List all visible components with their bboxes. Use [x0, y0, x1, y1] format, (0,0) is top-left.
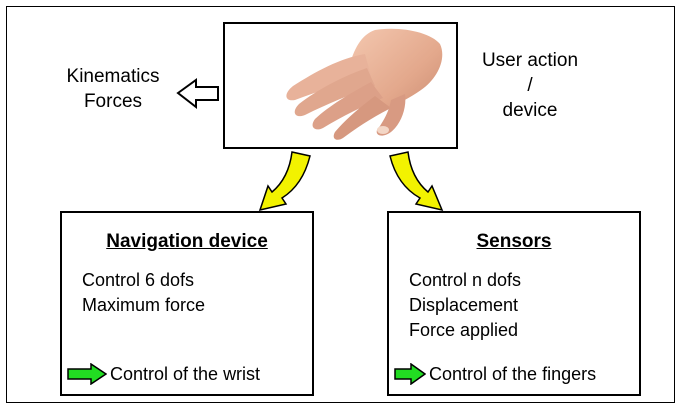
- diagram-frame: [6, 6, 675, 403]
- navigation-device-box: Navigation device Control 6 dofs Maximum…: [60, 211, 314, 396]
- green-right-arrow-icon: [67, 363, 107, 385]
- sensors-items: Control n dofs Displacement Force applie…: [409, 268, 521, 343]
- hand-image: [286, 28, 443, 140]
- hand-image-box: [223, 22, 458, 149]
- user-action-text: User action: [481, 50, 579, 71]
- navigation-footer: Control of the wrist: [67, 363, 260, 385]
- list-item: Displacement: [409, 295, 519, 315]
- device-text: device: [502, 100, 558, 121]
- sensors-box: Sensors Control n dofs Displacement Forc…: [387, 211, 641, 396]
- hollow-left-arrow-icon: [176, 78, 219, 110]
- navigation-footer-text: Control of the wrist: [110, 363, 261, 384]
- yellow-curved-arrow-icon: [389, 151, 444, 212]
- kinematics-text: Kinematics: [66, 66, 160, 87]
- green-right-arrow-icon: [394, 363, 426, 385]
- slash-text: /: [527, 75, 533, 96]
- navigation-items: Control 6 dofs Maximum force: [82, 268, 205, 318]
- list-item: Control 6 dofs: [82, 270, 195, 290]
- list-item: Control n dofs: [409, 270, 522, 290]
- yellow-curved-arrow-icon: [258, 151, 311, 212]
- forces-text: Forces: [83, 91, 143, 112]
- user-action-label: User action / device: [470, 48, 590, 123]
- list-item: Force applied: [409, 320, 519, 340]
- sensors-title: Sensors: [476, 231, 552, 252]
- list-item: Maximum force: [82, 295, 206, 315]
- sensors-footer: Control of the fingers: [394, 363, 596, 385]
- navigation-device-title: Navigation device: [106, 231, 268, 252]
- sensors-footer-text: Control of the fingers: [429, 363, 597, 384]
- kinematics-forces-label: Kinematics Forces: [58, 64, 168, 114]
